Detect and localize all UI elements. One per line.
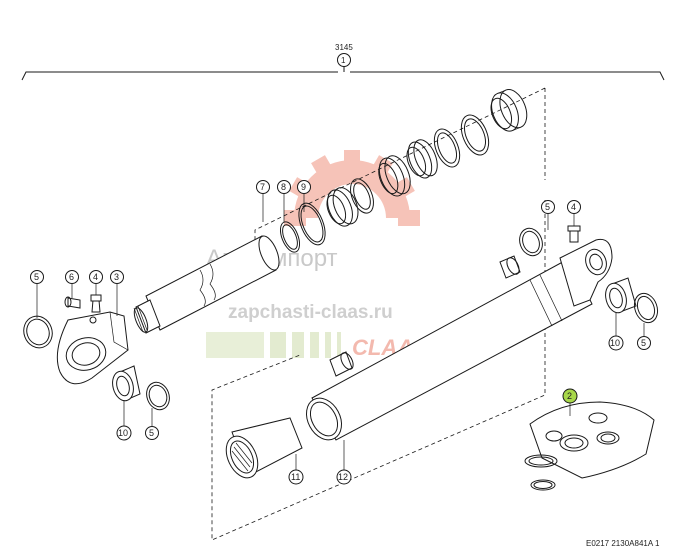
- callout-3: 3: [114, 272, 119, 282]
- callout-2-highlight: [562, 388, 578, 404]
- gear-logo-icon: [284, 150, 420, 226]
- callout-6: 6: [69, 272, 74, 282]
- callout-8: 8: [281, 182, 286, 192]
- callout-1: 1: [341, 56, 346, 65]
- callout-4-left: 4: [93, 272, 98, 282]
- snap-ring-left: [23, 315, 53, 349]
- callout-11: 11: [291, 472, 300, 482]
- snap-ring-upper: [519, 227, 543, 257]
- rod-eye-left: [56, 294, 129, 385]
- explode-line-lower: [211, 200, 546, 541]
- callout-10-right: 10: [610, 338, 620, 348]
- callout-5-left: 5: [34, 272, 39, 282]
- callout-12: 12: [338, 472, 348, 482]
- callout-4-upper: 4: [571, 202, 576, 212]
- callout-7: 7: [260, 182, 265, 192]
- watermark-site: zapchasti-claas.ru: [228, 302, 393, 323]
- seal-kit-package: [524, 401, 655, 491]
- seal-ring-stack: [279, 89, 528, 253]
- assembly-bracket: 3145 1: [21, 43, 665, 81]
- cylinder-barrel: [305, 225, 613, 441]
- snap-ring-left-lower: [146, 381, 170, 411]
- callout-2: 2: [567, 391, 572, 401]
- drawing-code: E0217 2130A841A 1: [586, 539, 660, 548]
- callout-5-left-lower: 5: [149, 428, 154, 438]
- callout-5-upper: 5: [545, 202, 550, 212]
- callout-5-right: 5: [641, 338, 646, 348]
- piston-rod: [133, 235, 280, 334]
- callouts: 7 8 9 5 6 4 3 10 5 5: [30, 180, 651, 485]
- bushing-right: [605, 277, 637, 314]
- watermark-claas-logo-icon: [206, 332, 341, 358]
- assembly-number: 3145: [335, 43, 353, 52]
- callout-10-left: 10: [118, 428, 128, 438]
- guide-bushing: [225, 417, 303, 479]
- explode-line-upper: [254, 87, 546, 260]
- bushing-left: [112, 365, 141, 402]
- snap-ring-right: [633, 292, 659, 324]
- callout-9: 9: [301, 182, 306, 192]
